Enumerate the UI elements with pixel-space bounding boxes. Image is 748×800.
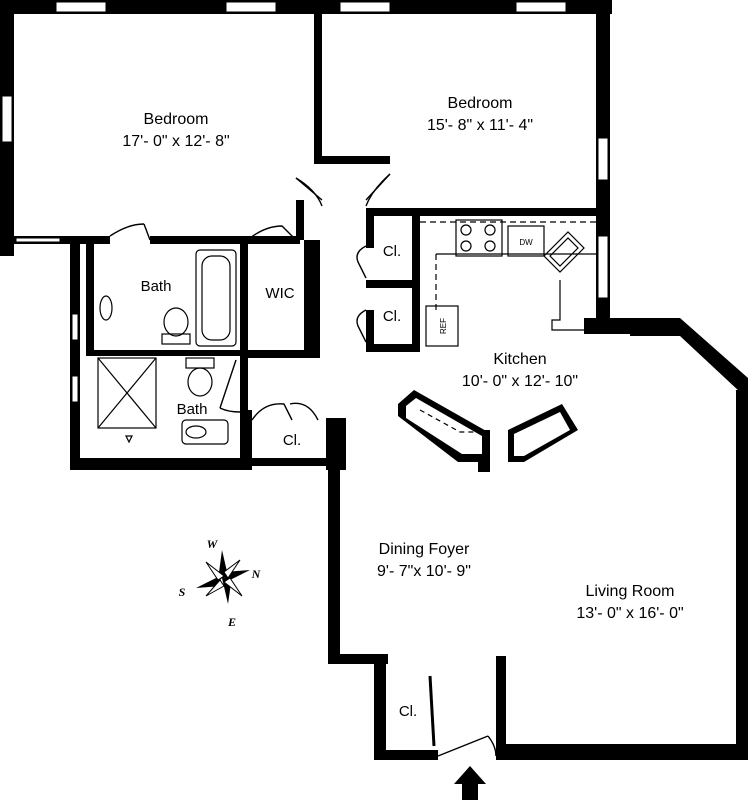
door-swings bbox=[109, 173, 497, 757]
compass-east: E bbox=[227, 615, 236, 629]
windows bbox=[1, 1, 609, 403]
walls bbox=[0, 0, 748, 760]
dining-name: Dining Foyer bbox=[379, 541, 470, 558]
closet-d-name: Cl. bbox=[399, 703, 417, 720]
compass-north: N bbox=[251, 567, 262, 581]
living-size: 13'- 0" x 16'- 0" bbox=[576, 605, 683, 622]
bedroom1-size: 17'- 0" x 12'- 8" bbox=[122, 133, 229, 150]
bath2-name: Bath bbox=[177, 401, 208, 418]
dining-size: 9'- 7"x 10'- 9" bbox=[377, 563, 471, 580]
bedroom2-name: Bedroom bbox=[448, 95, 513, 112]
compass-rose-icon: W N S E bbox=[179, 537, 262, 629]
closet-b-name: Cl. bbox=[383, 308, 401, 325]
bath1-name: Bath bbox=[141, 278, 172, 295]
living-name: Living Room bbox=[586, 583, 675, 600]
closet-c-name: Cl. bbox=[283, 432, 301, 449]
bedroom1-name: Bedroom bbox=[144, 111, 209, 128]
bedroom2-size: 15'- 8" x 11'- 4" bbox=[427, 117, 533, 134]
refrigerator-label: REF bbox=[439, 318, 448, 334]
compass-west: W bbox=[207, 537, 219, 551]
fixtures bbox=[97, 219, 600, 445]
kitchen-size: 10'- 0" x 12'- 10" bbox=[462, 373, 578, 390]
room-labels: Bedroom 17'- 0" x 12'- 8" Bedroom 15'- 8… bbox=[122, 95, 683, 720]
closet-a-name: Cl. bbox=[383, 243, 401, 260]
wic-name: WIC bbox=[265, 285, 294, 302]
entry-arrow-icon bbox=[454, 766, 486, 800]
dishwasher-label: DW bbox=[519, 238, 533, 247]
kitchen-name: Kitchen bbox=[493, 351, 546, 368]
compass-south: S bbox=[179, 585, 186, 599]
